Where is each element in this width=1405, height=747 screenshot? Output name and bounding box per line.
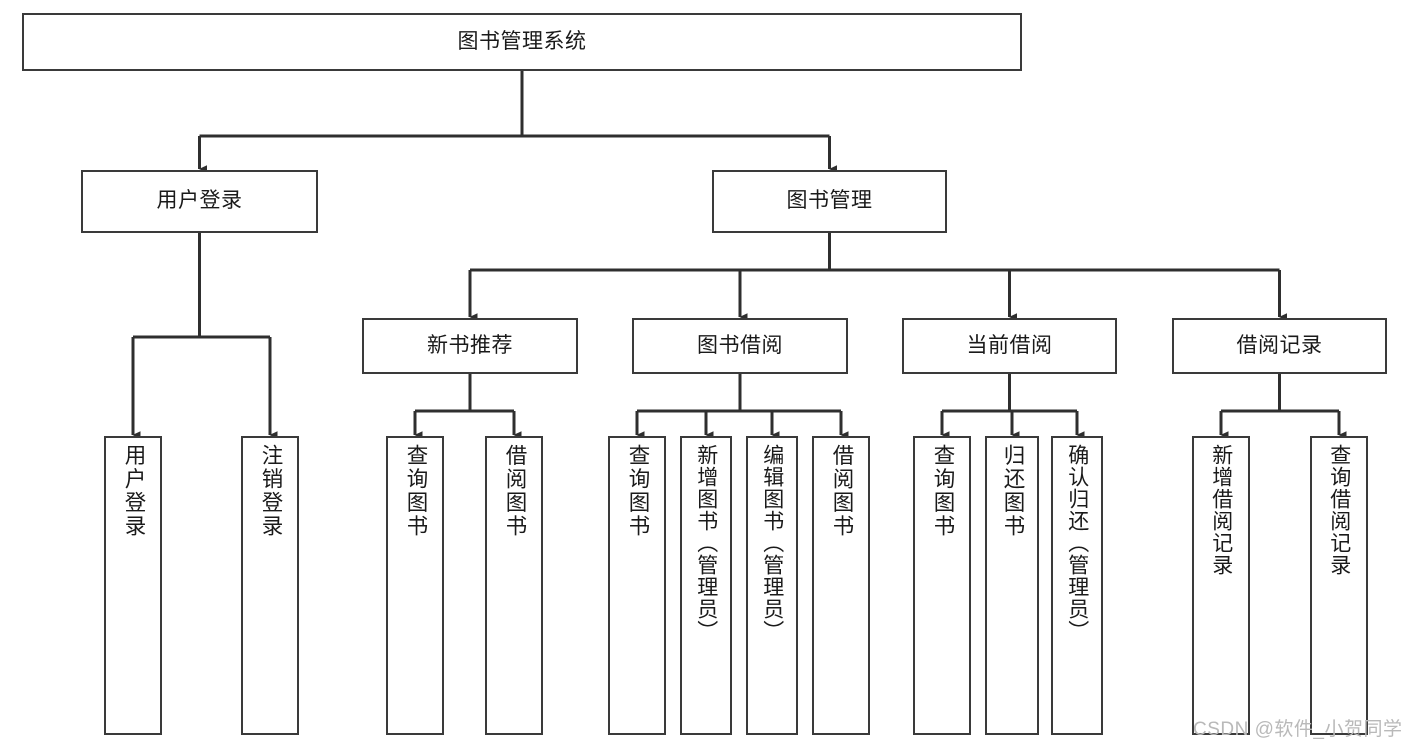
leaf-query-book-borrow-label: 查询图书 <box>625 444 650 538</box>
leaf-confirm-return-admin[interactable]: 确认归还（管理员） <box>1051 436 1103 735</box>
node-new-book-recommend-label: 新书推荐 <box>427 333 513 357</box>
leaf-add-book-admin[interactable]: 新增图书（管理员） <box>680 436 732 735</box>
leaf-return-book[interactable]: 归还图书 <box>985 436 1039 735</box>
node-borrow-record[interactable]: 借阅记录 <box>1172 318 1387 374</box>
leaf-user-login[interactable]: 用户登录 <box>104 436 162 735</box>
leaf-edit-book-admin[interactable]: 编辑图书（管理员） <box>746 436 798 735</box>
node-current-borrow-label: 当前借阅 <box>966 333 1053 357</box>
leaf-borrow-book-recommend-label: 借阅图书 <box>502 444 527 538</box>
leaf-borrow-book-recommend[interactable]: 借阅图书 <box>485 436 543 735</box>
leaf-query-borrow-record[interactable]: 查询借阅记录 <box>1310 436 1368 735</box>
leaf-query-borrow-record-label: 查询借阅记录 <box>1327 444 1351 576</box>
node-book-borrow[interactable]: 图书借阅 <box>632 318 848 374</box>
leaf-query-book-borrow[interactable]: 查询图书 <box>608 436 666 735</box>
leaf-user-login-label: 用户登录 <box>121 444 146 538</box>
node-user-login-label: 用户登录 <box>156 189 243 213</box>
connector-lines <box>131 71 1347 439</box>
leaf-query-book-current-label: 查询图书 <box>930 444 955 538</box>
leaf-add-book-admin-label: 新增图书（管理员） <box>694 444 718 642</box>
leaf-borrow-book-borrow-label: 借阅图书 <box>829 444 854 538</box>
node-borrow-record-label: 借阅记录 <box>1236 333 1323 357</box>
leaf-confirm-return-admin-label: 确认归还（管理员） <box>1065 444 1089 642</box>
leaf-add-borrow-record[interactable]: 新增借阅记录 <box>1192 436 1250 735</box>
node-root-label: 图书管理系统 <box>457 29 587 53</box>
node-book-management-label: 图书管理 <box>786 189 873 213</box>
node-book-management[interactable]: 图书管理 <box>712 170 947 233</box>
leaf-query-book-current[interactable]: 查询图书 <box>913 436 971 735</box>
node-new-book-recommend[interactable]: 新书推荐 <box>362 318 578 374</box>
node-current-borrow[interactable]: 当前借阅 <box>902 318 1117 374</box>
leaf-user-logout[interactable]: 注销登录 <box>241 436 299 735</box>
node-user-login[interactable]: 用户登录 <box>81 170 318 233</box>
leaf-borrow-book-borrow[interactable]: 借阅图书 <box>812 436 870 735</box>
leaf-edit-book-admin-label: 编辑图书（管理员） <box>760 444 784 642</box>
node-root[interactable]: 图书管理系统 <box>22 13 1022 71</box>
leaf-user-logout-label: 注销登录 <box>258 444 283 538</box>
watermark: CSDN @软件_小贺同学 <box>1193 719 1403 740</box>
leaf-add-borrow-record-label: 新增借阅记录 <box>1209 444 1233 576</box>
node-book-borrow-label: 图书借阅 <box>697 333 783 357</box>
leaf-query-book-recommend[interactable]: 查询图书 <box>386 436 444 735</box>
leaf-return-book-label: 归还图书 <box>1000 444 1025 538</box>
leaf-query-book-recommend-label: 查询图书 <box>403 444 428 538</box>
